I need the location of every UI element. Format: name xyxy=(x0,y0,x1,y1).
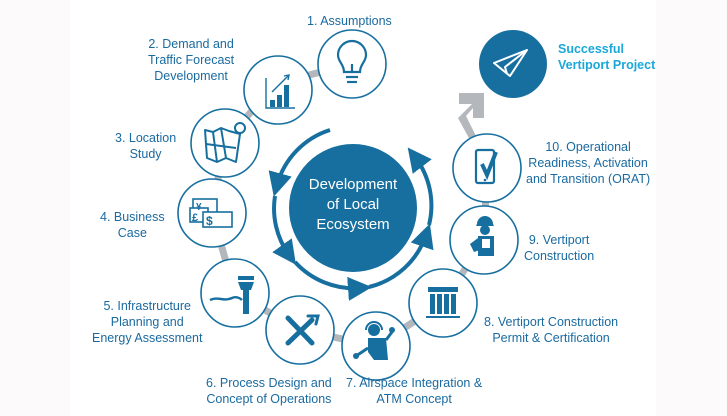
step-8-circle xyxy=(408,268,478,338)
center-circle xyxy=(268,128,434,301)
step-2-label: 2. Demand and Traffic Forecast Developme… xyxy=(148,36,234,84)
step-label-line: 8. Vertiport Construction xyxy=(484,315,619,329)
step-5-circle xyxy=(200,258,270,328)
map-pin-icon xyxy=(204,122,246,163)
step-label-line: 2. Demand and xyxy=(148,37,234,51)
step-label-line: Energy Assessment xyxy=(92,331,203,345)
step-label-line: Study xyxy=(129,147,162,161)
step-7-label: 7. Airspace Integration & ATM Concept xyxy=(346,375,482,407)
center-title-line: Development xyxy=(308,176,398,193)
step-6-label: 6. Process Design and Concept of Operati… xyxy=(206,375,332,407)
step-label-line: 10. Operational xyxy=(545,140,631,154)
construction-worker-icon xyxy=(470,216,494,256)
step-label-line: Traffic Forecast xyxy=(148,53,235,67)
bar-chart-trend-icon xyxy=(265,74,295,109)
step-label-line: 3. Location xyxy=(115,131,177,145)
step-label-line: Development xyxy=(154,69,228,83)
government-building-icon xyxy=(426,287,460,318)
step-label-line: Planning and xyxy=(110,315,184,329)
step-label-line: Permit & Certification xyxy=(492,331,610,345)
step-2-circle xyxy=(243,55,313,125)
step-label-line: and Transition (ORAT) xyxy=(526,172,651,186)
center-title: Development of Local Ecosystem xyxy=(288,175,418,235)
step-label-line: Readiness, Activation xyxy=(528,156,648,170)
center-title-line: of Local xyxy=(326,196,380,213)
svg-text:¥: ¥ xyxy=(196,202,202,213)
tablet-check-icon xyxy=(474,148,498,185)
step-10-label: 10. Operational Readiness, Activation an… xyxy=(526,139,650,187)
step-label-line: 1. Assumptions xyxy=(307,14,392,28)
control-tower-icon xyxy=(209,276,254,314)
step-3-label: 3. Location Study xyxy=(115,130,176,162)
svg-text:£: £ xyxy=(192,212,198,224)
step-9-label: 9. Vertiport Construction xyxy=(524,232,594,264)
center-title-line: Ecosystem xyxy=(316,216,390,233)
step-3-circle xyxy=(190,108,260,178)
outcome-label-line: Vertiport Project xyxy=(558,58,656,72)
lightbulb-icon xyxy=(336,39,368,84)
step-label-line: Concept of Operations xyxy=(206,392,332,406)
svg-text:$: $ xyxy=(206,214,213,228)
currency-notes-icon: ¥ £ $ xyxy=(189,198,233,228)
step-label-line: ATM Concept xyxy=(376,392,452,406)
step-label-line: 6. Process Design and xyxy=(206,376,332,390)
outcome-label: Successful Vertiport Project xyxy=(558,41,655,73)
step-4-label: 4. Business Case xyxy=(100,209,165,241)
paper-plane-icon xyxy=(493,49,528,77)
step-8-label: 8. Vertiport Construction Permit & Certi… xyxy=(484,314,618,346)
step-label-line: Construction xyxy=(524,249,595,263)
step-label-line: Case xyxy=(117,226,147,240)
step-label-line: 9. Vertiport xyxy=(528,233,590,247)
step-5-label: 5. Infrastructure Planning and Energy As… xyxy=(92,298,202,346)
step-label-line: 4. Business xyxy=(100,210,165,224)
tools-icon xyxy=(285,314,320,346)
outcome-arrow xyxy=(458,93,484,140)
air-traffic-controller-icon xyxy=(353,321,395,360)
outcome-circle xyxy=(479,30,547,98)
step-label-line: 5. Infrastructure xyxy=(103,299,191,313)
outcome-label-line: Successful xyxy=(558,42,625,56)
step-10-circle xyxy=(452,133,522,203)
step-label-line: 7. Airspace Integration & xyxy=(346,376,483,390)
step-1-label: 1. Assumptions xyxy=(307,13,392,29)
